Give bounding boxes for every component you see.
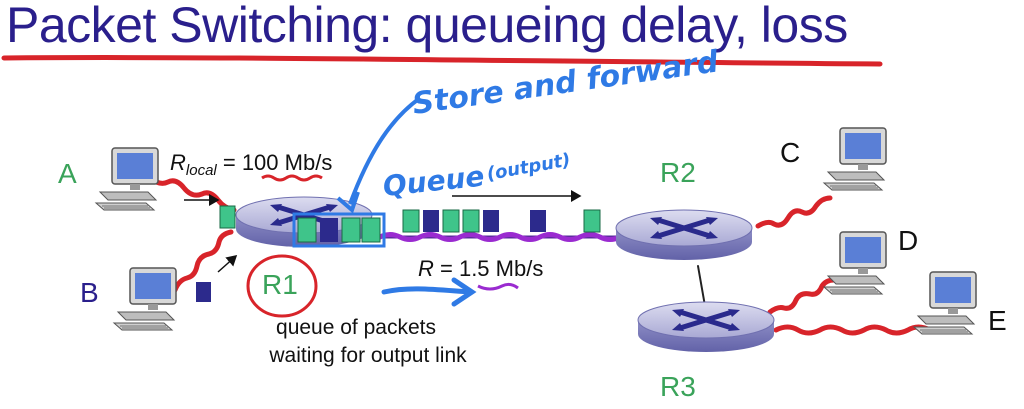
output-annotation: (output) [485,150,572,185]
link-b-r1 [172,229,234,293]
host-d-label: D [898,225,918,256]
host-d-computer[interactable] [823,231,887,295]
link-rate-label: R = 1.5 Mb/s [418,256,543,281]
local-rate-subscript: local [186,162,218,179]
local-rate-symbol: R [170,150,186,175]
packet-from-b [196,282,211,302]
packets-on-link [402,209,601,233]
slide-title: Packet Switching: queueing delay, loss [6,0,848,53]
host-b-computer[interactable] [113,267,177,331]
store-forward-arrow [348,96,422,205]
link-r2-c [755,195,833,229]
flow-arrow-annotation [381,286,473,295]
local-rate-value: = 100 Mb/s [217,150,333,175]
link-r2-r3 [697,265,706,307]
link-r3-e [773,324,933,336]
host-e-computer[interactable] [913,271,977,335]
link-rate-value: = 1.5 Mb/s [434,256,543,281]
r1-circle-annotation [246,254,318,318]
router-r3[interactable] [638,302,774,352]
store-and-forward-annotation: Store and forward [410,44,721,122]
host-c-label: C [780,137,800,168]
store-forward-arrowhead [336,191,360,214]
link-a-r1 [147,175,237,213]
link-rate-symbol: R [418,256,434,281]
local-rate-label: Rlocal = 100 Mb/s [170,150,332,179]
links [147,175,933,336]
host-a-computer[interactable] [95,147,159,211]
host-a-label: A [58,158,77,189]
router-r1-label: R1 [262,269,298,300]
host-c-computer[interactable] [823,127,887,191]
arrow-b-to-r1 [217,255,238,273]
flow-arrowhead-annotation [451,277,477,307]
link-r1-r2-annotation [377,232,623,242]
router-r1-queue [297,217,381,243]
queue-caption-line2: waiting for output link [268,344,467,367]
queue-caption-line1: queue of packets [276,316,436,339]
queue-highlight-box [292,212,386,248]
link-r3-d [767,277,837,315]
title-underline-annotation [1,55,883,67]
packet-from-a [219,205,236,229]
local-rate-squiggle-annotation [261,174,323,182]
router-r2-label: R2 [660,157,696,188]
host-e-label: E [988,305,1007,336]
link-rate-underline-annotation [477,282,519,291]
router-r3-label: R3 [660,371,696,402]
router-r2[interactable] [616,210,752,260]
host-b-label: B [80,277,99,308]
